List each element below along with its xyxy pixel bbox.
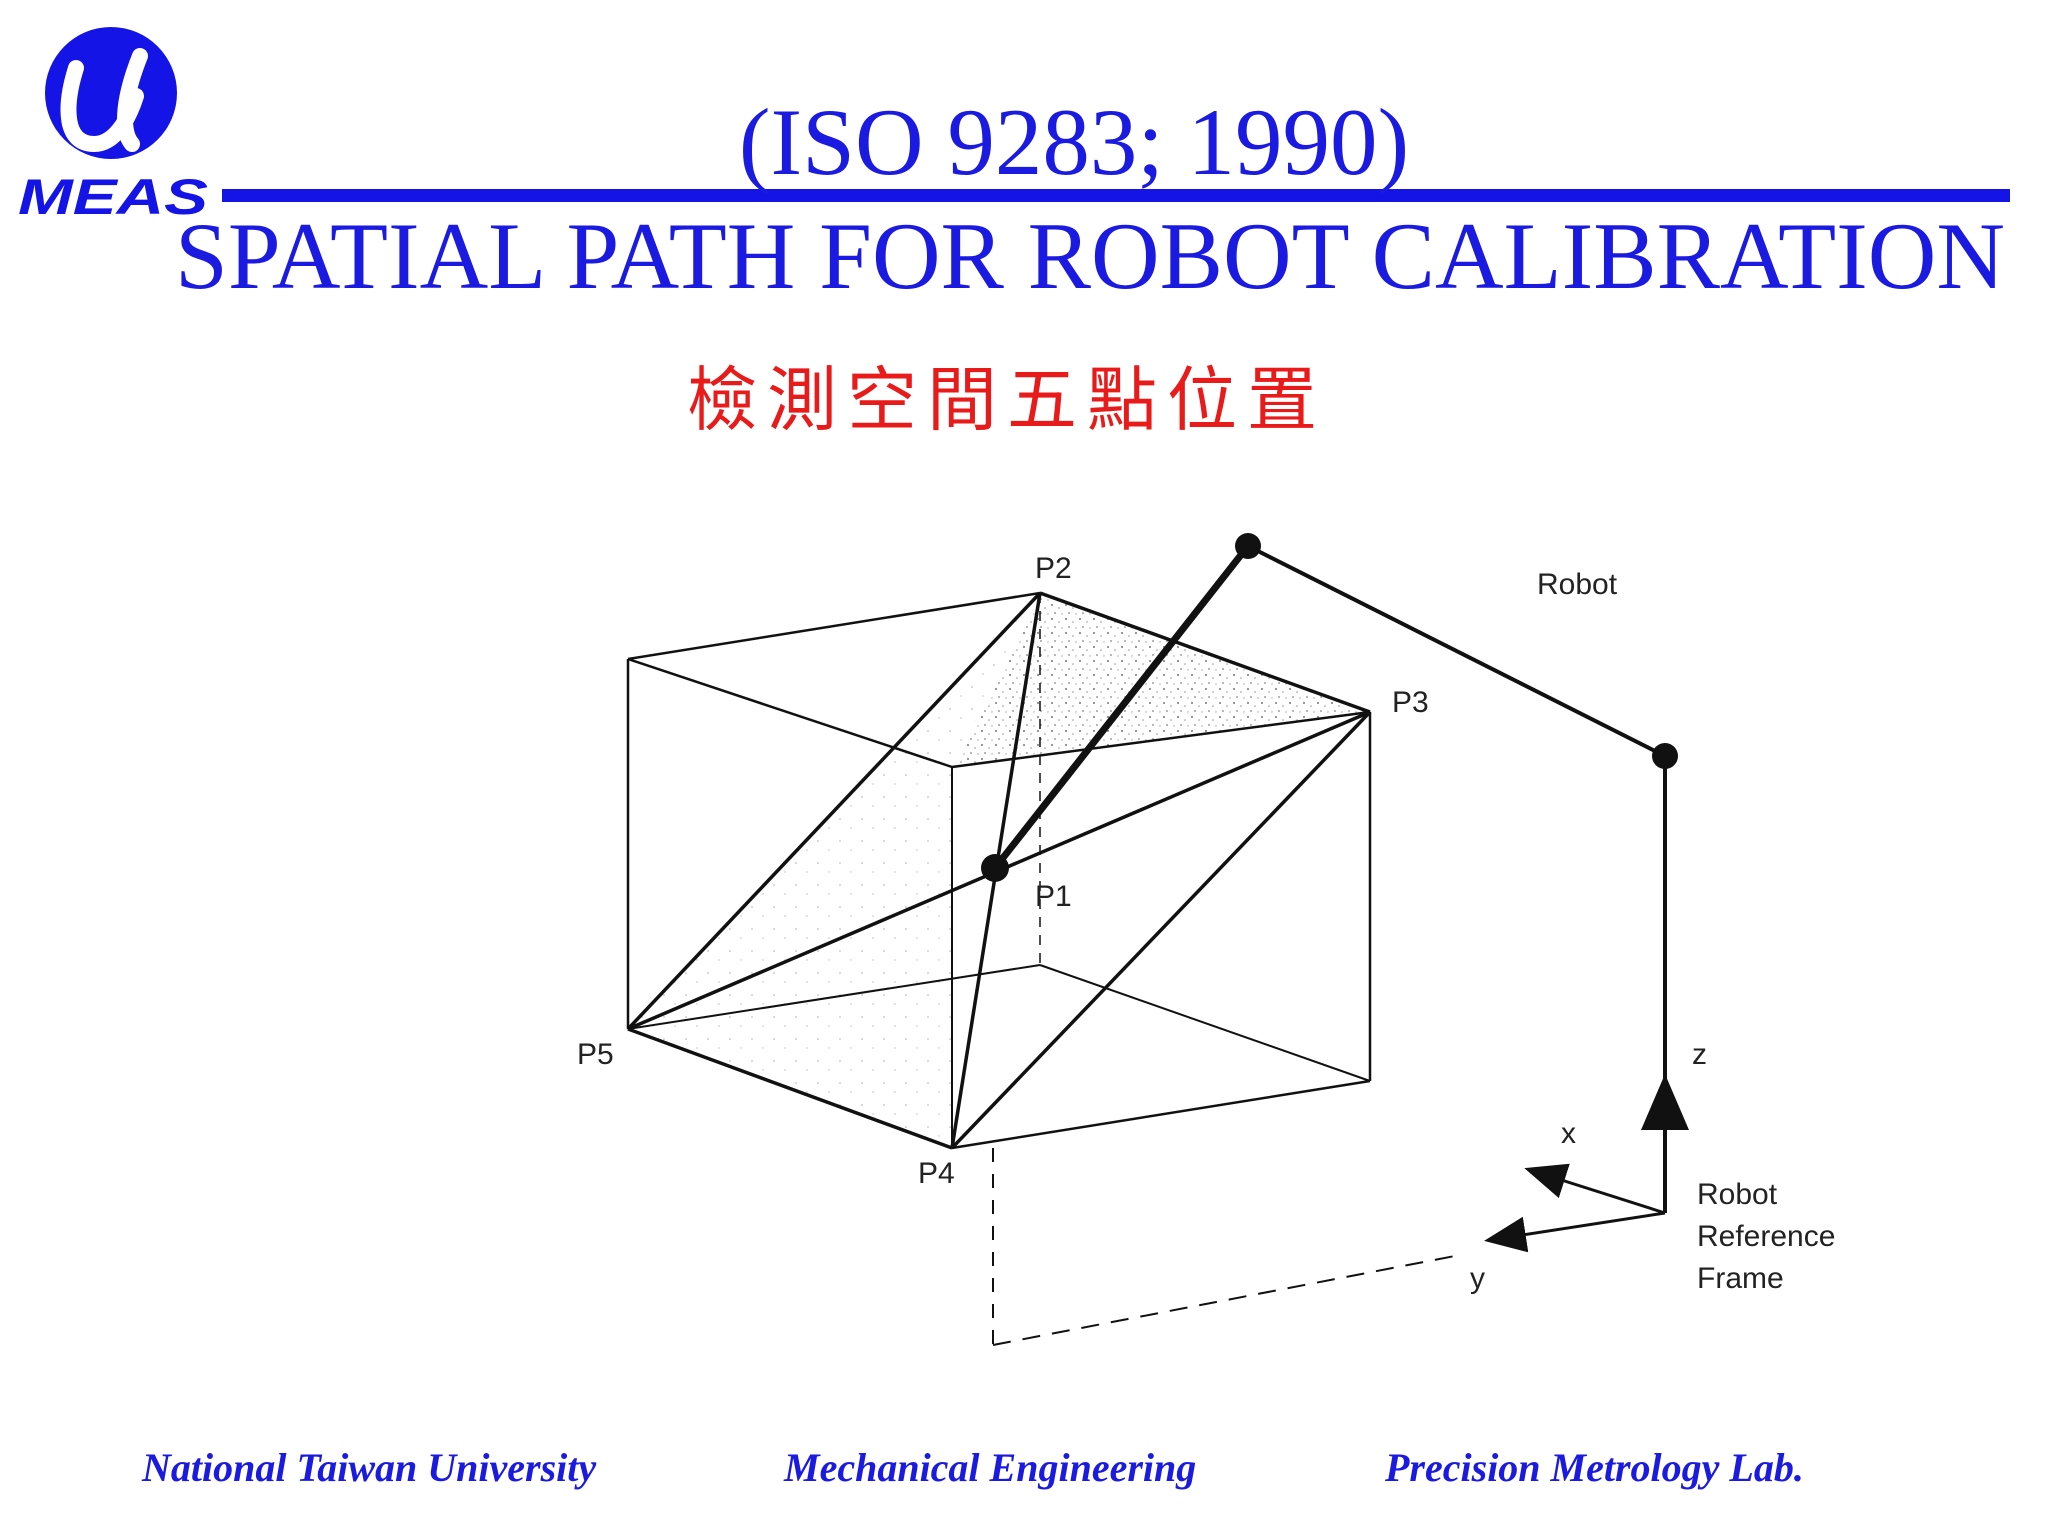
robot-joint-base	[1652, 743, 1678, 769]
label-p2: P2	[1035, 552, 1072, 585]
label-p5: P5	[577, 1038, 614, 1071]
label-p3: P3	[1392, 686, 1429, 719]
footer-department: Mechanical Engineering	[784, 1445, 1197, 1490]
inner-shaded-plane	[628, 593, 1040, 1148]
title-iso: (ISO 9283; 1990)	[738, 89, 1410, 195]
label-axis-y: y	[1470, 1262, 1485, 1295]
x-axis-arrow	[1524, 1163, 1666, 1215]
label-frame-line1: Robot	[1697, 1178, 1778, 1211]
label-axis-x: x	[1561, 1117, 1576, 1150]
subtitle: 檢測空間五點位置	[687, 359, 1327, 441]
robot-joint-upper	[1235, 533, 1261, 559]
footer-lab: Precision Metrology Lab.	[1385, 1445, 1804, 1490]
top-shaded-plane	[952, 593, 1370, 767]
label-p1: P1	[1035, 880, 1072, 913]
logo-wordmark: MEAS	[18, 169, 208, 225]
page-title: SPATIAL PATH FOR ROBOT CALIBRATION	[174, 203, 2005, 309]
label-robot: Robot	[1537, 568, 1618, 601]
title-rule	[222, 189, 2010, 202]
meas-logo-icon: MEAS	[18, 27, 208, 225]
y-axis-arrow	[1484, 1211, 1666, 1253]
label-frame-line2: Reference	[1697, 1220, 1835, 1253]
tool-center-point	[981, 854, 1009, 882]
footer-university: National Taiwan University	[142, 1445, 597, 1490]
reference-frame	[992, 1074, 1689, 1346]
label-axis-z: z	[1692, 1038, 1707, 1071]
projection-dashed-base	[992, 1254, 1461, 1346]
label-frame-line3: Frame	[1697, 1262, 1784, 1295]
label-p4: P4	[918, 1157, 955, 1190]
